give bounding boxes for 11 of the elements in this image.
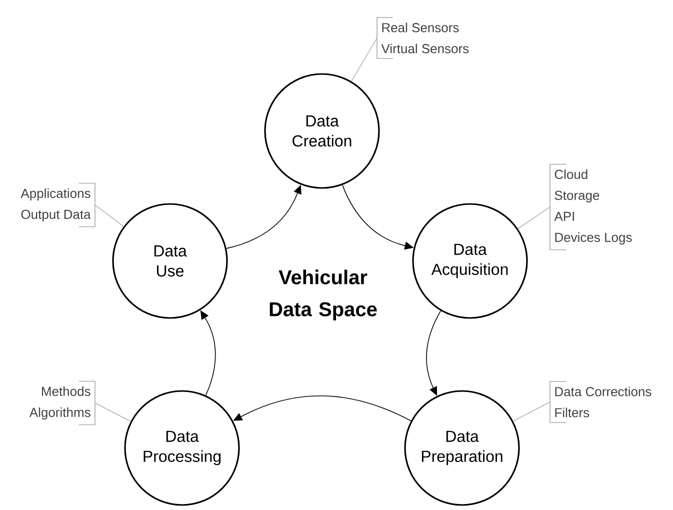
leader-line — [351, 38, 378, 82]
bracket-note: Methods Algorithms — [29, 380, 96, 426]
center-title: Vehicular Data Space — [270, 270, 377, 320]
leader-line — [518, 206, 550, 229]
leader-line — [94, 204, 124, 227]
leader-line — [94, 402, 132, 422]
bracket-note: Data Corrections Filters — [550, 381, 652, 423]
bracket-note: Applications Output Data — [20, 182, 96, 228]
bracket-note: Cloud Storage API Devices Logs — [550, 164, 632, 250]
bracket-note: Real Sensors Virtual Sensors — [376, 17, 469, 59]
leader-line — [512, 402, 550, 422]
